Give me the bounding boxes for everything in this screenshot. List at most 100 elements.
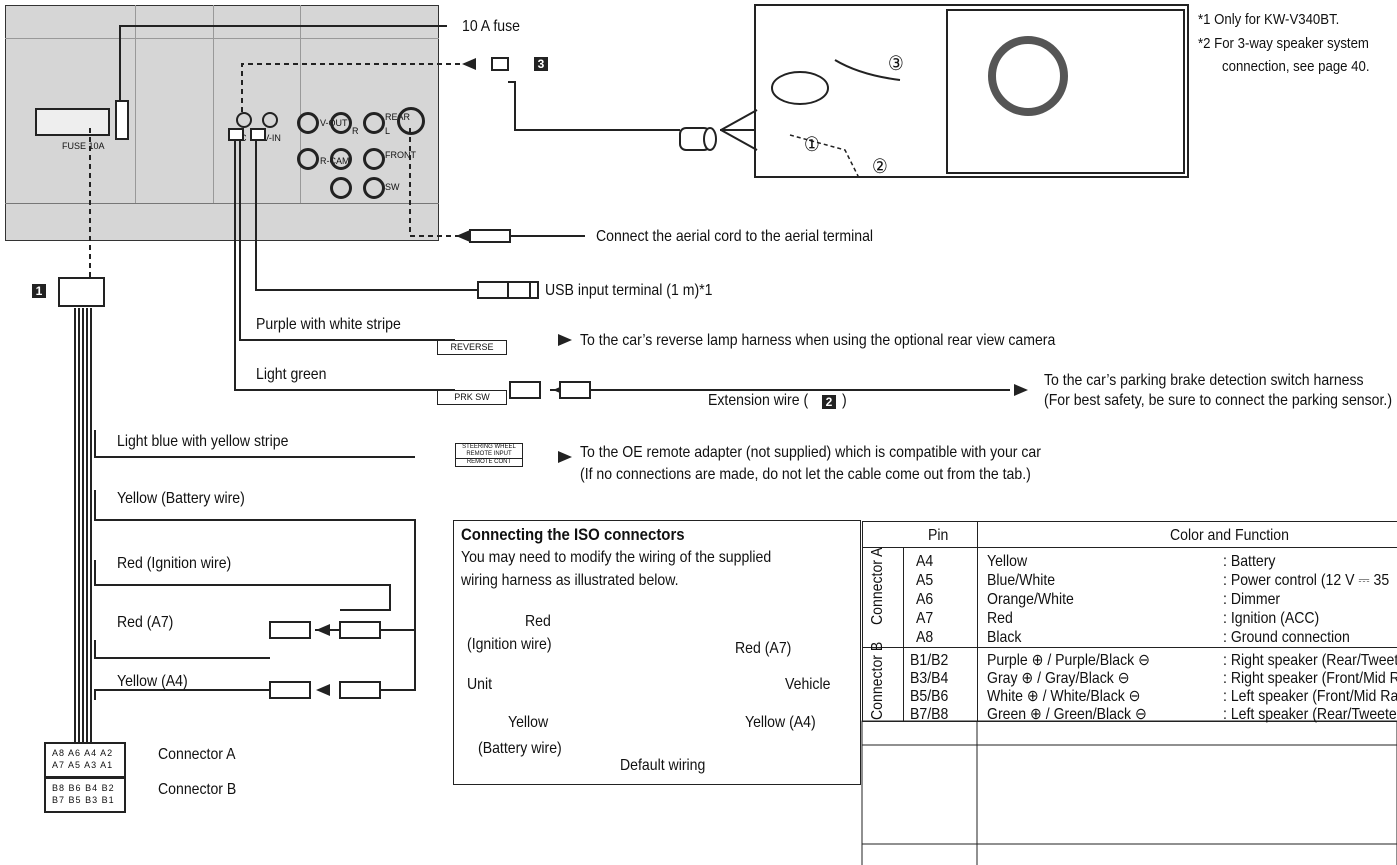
pin: A8 [52, 748, 66, 758]
table-rule [862, 647, 1397, 648]
func-cell: : Left speaker (Front/Mid Ra [1223, 688, 1397, 705]
footnote-2-cont: connection, see page 40. [1222, 58, 1370, 75]
iso-yellow: Yellow [508, 714, 549, 731]
func-cell: : Ground connection [1223, 629, 1350, 646]
connector-b-pins-bot: B7 B5 B3 B1 [52, 795, 115, 805]
rca-jack [330, 112, 352, 134]
table-rule [903, 547, 904, 722]
iso-desc-1: You may need to modify the wiring of the… [461, 549, 772, 566]
purple-wire-label: Purple with white stripe [256, 316, 401, 333]
connector-a-pins-bot: A7 A5 A3 A1 [52, 760, 113, 770]
iso-vehicle: Vehicle [785, 676, 831, 693]
connector-b-label: Connector B [158, 781, 237, 798]
iso-title: Connecting the ISO connectors [461, 525, 685, 544]
fuse-label: 10 A fuse [462, 18, 520, 35]
v-out-jack [297, 112, 319, 134]
fuse-panel-label: FUSE 10A [62, 141, 105, 151]
yellow-battery-label: Yellow (Battery wire) [117, 490, 245, 507]
color-cell: Yellow [987, 553, 1028, 570]
footnote-1: *1 Only for KW-V340BT. [1198, 11, 1340, 28]
r-cam-jack [297, 148, 319, 170]
pin-cell: A4 [916, 553, 934, 570]
rca-jack [363, 177, 385, 199]
func-cell: : Ignition (ACC) [1223, 610, 1320, 627]
pin: A2 [100, 748, 114, 758]
pin-cell: B7/B8 [910, 706, 949, 723]
badge-3: 3 [534, 57, 548, 71]
step-1: ① [804, 134, 820, 156]
rca-jack [330, 148, 352, 170]
remote-desc-1: To the OE remote adapter (not supplied) … [580, 444, 1041, 461]
func-cell: : Dimmer [1223, 591, 1281, 608]
color-cell: Red [987, 610, 1013, 627]
reverse-desc: To the car’s reverse lamp harness when u… [580, 332, 1056, 349]
steering-tag: STEERING WHEEL REMOTE INPUT REMOTE CONT [455, 443, 523, 467]
av-in-jack [262, 112, 278, 128]
pin-cell: B1/B2 [910, 652, 949, 669]
connector-a-pins-top: A8 A6 A4 A2 [52, 748, 113, 758]
front-label: FRONT [385, 150, 416, 160]
func-cell: : Left speaker (Rear/Tweeter [1223, 706, 1397, 723]
l-label: L [385, 126, 391, 136]
badge-1: 1 [32, 284, 46, 298]
func-cell: : Power control (12 V ⎓ 35 [1223, 572, 1390, 589]
pin-cell: A6 [916, 591, 934, 608]
pin: A1 [100, 760, 114, 770]
yellow-a4-label: Yellow (A4) [117, 673, 188, 690]
pin: A7 [52, 760, 66, 770]
remote-desc-2: (If no connections are made, do not let … [580, 466, 1031, 483]
pin: A6 [68, 748, 82, 758]
pin: A4 [84, 748, 98, 758]
av-in-label: AV-IN [258, 133, 281, 143]
panel-divider [5, 38, 439, 39]
extension-close: ) [842, 392, 847, 409]
aerial-jack [397, 107, 425, 135]
r-label: R [352, 126, 359, 136]
extension-label: Extension wire ( [708, 392, 809, 409]
pin: B3 [85, 795, 99, 805]
func-cell: : Right speaker (Front/Mid R [1223, 670, 1397, 687]
color-cell: Purple ⊕ / Purple/Black ⊖ [987, 652, 1150, 669]
color-cell: Green ⊕ / Green/Black ⊖ [987, 706, 1147, 723]
pin: B5 [68, 795, 82, 805]
group-a-label: Connector A [869, 547, 886, 625]
panel-divider [300, 5, 301, 203]
fuse [115, 100, 129, 140]
rca-jack [363, 148, 385, 170]
parking-desc-1: To the car’s parking brake detection swi… [1044, 372, 1364, 389]
pin: B4 [85, 783, 99, 793]
iso-inset [453, 520, 861, 785]
remote-cont: REMOTE CONT [456, 458, 522, 466]
pin: B2 [101, 783, 115, 793]
table-rule [862, 547, 1397, 548]
badge-2: 2 [822, 395, 836, 409]
pin-cell: B5/B6 [910, 688, 949, 705]
aerial-label: Connect the aerial cord to the aerial te… [596, 228, 874, 245]
iso-unit: Unit [467, 676, 493, 693]
pin: A5 [68, 760, 82, 770]
iso-yellow-a4: Yellow (A4) [745, 714, 816, 731]
red-ignition-label: Red (Ignition wire) [117, 555, 232, 572]
steering-line-1: STEERING WHEEL [462, 444, 516, 450]
pin: B6 [68, 783, 82, 793]
usb-label: USB input terminal (1 m)*1 [545, 282, 713, 299]
panel-divider [213, 5, 214, 203]
footnote-2: *2 For 3-way speaker system [1198, 35, 1369, 52]
iso-desc-2: wiring harness as illustrated below. [461, 572, 679, 589]
table-row: B7/B8 Green ⊕ / Green/Black ⊖ : Left speak… [910, 706, 1397, 724]
prk-sw-tag: PRK SW [437, 390, 507, 405]
red-a7-label: Red (A7) [117, 614, 174, 631]
iso-battery: (Battery wire) [478, 740, 562, 757]
table-header-color: Color and Function [1170, 527, 1289, 544]
table-header-pin: Pin [928, 527, 949, 544]
color-cell: Black [987, 629, 1022, 646]
color-cell: Blue/White [987, 572, 1056, 589]
rows-b: B1/B2 Purple ⊕ / Purple/Black ⊖ : Right sp… [910, 652, 1397, 724]
parking-desc-2: (For best safety, be sure to connect the… [1044, 392, 1393, 409]
reverse-tag: REVERSE [437, 340, 507, 355]
pin-cell: B3/B4 [910, 670, 949, 687]
